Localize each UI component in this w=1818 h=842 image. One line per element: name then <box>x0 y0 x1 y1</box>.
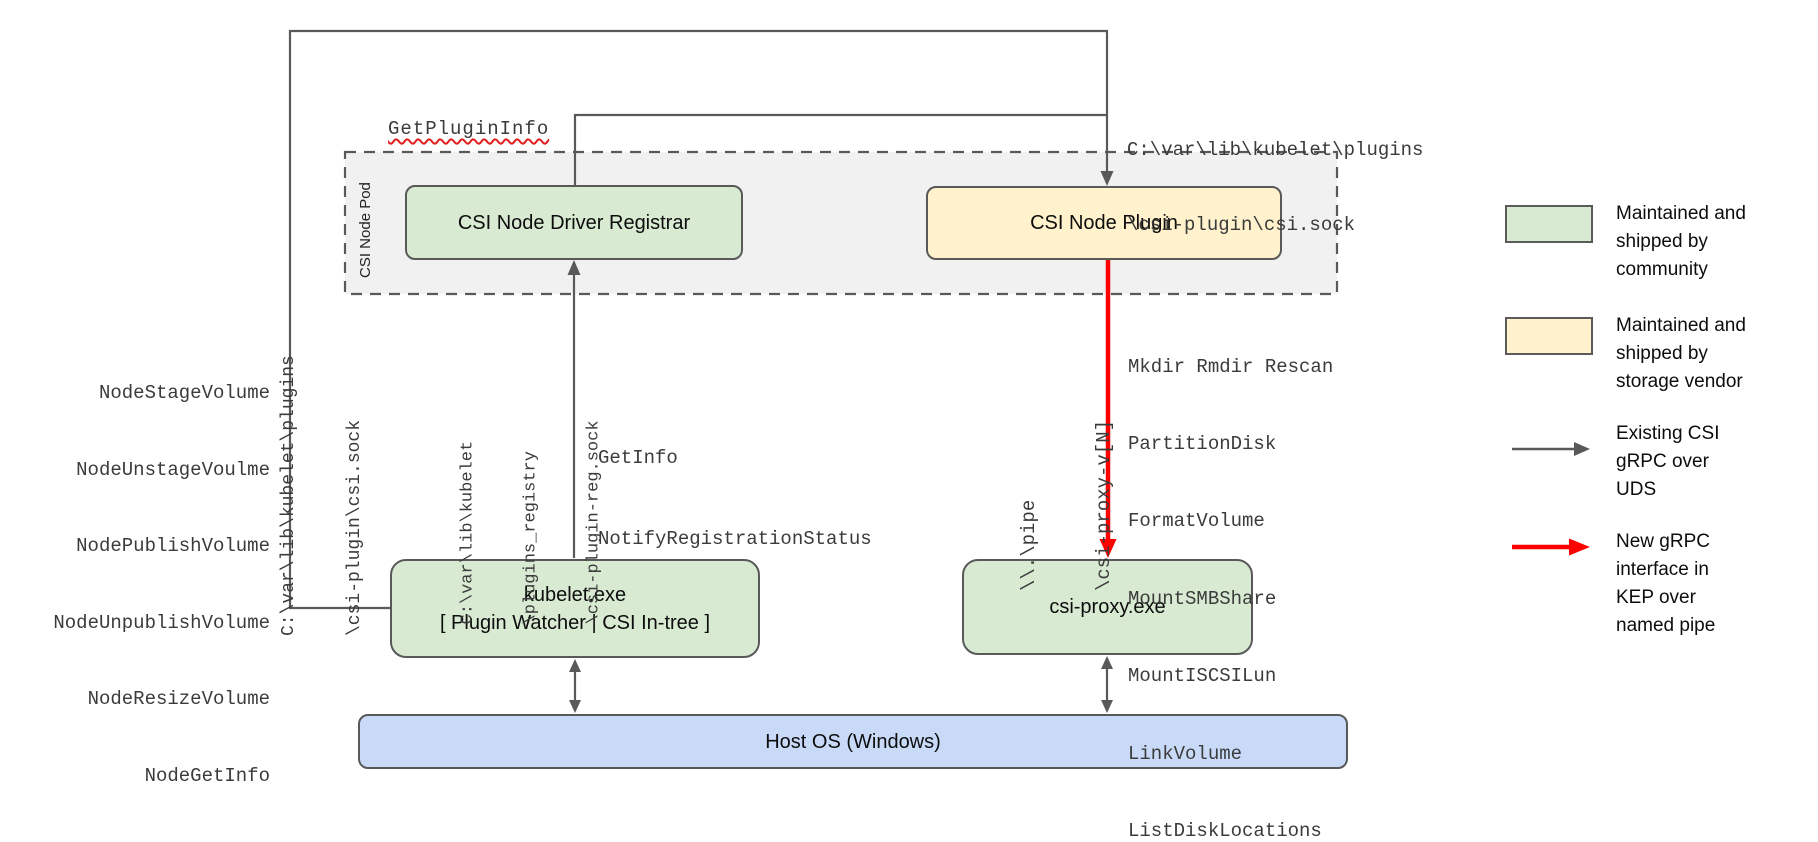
legend-gray-arrowhead <box>1574 442 1590 456</box>
legend-pipe-line4: named pipe <box>1616 615 1716 636</box>
arrowhead-into-proxy-red <box>1099 539 1117 558</box>
node-rpc-item: NodeResizeVolume <box>87 688 270 710</box>
get-plugin-info-label: GetPluginInfo <box>388 118 550 140</box>
arrowhead-kubelet-host-up <box>569 659 581 672</box>
registration-call-getinfo: GetInfo <box>598 447 678 469</box>
proxy-rpc-item: PartitionDisk <box>1128 432 1277 455</box>
csi-sock-path-top-line1: C:\var\lib\kubelet\plugins <box>1127 139 1424 161</box>
legend-yellow-swatch <box>1505 317 1593 355</box>
proxy-rpc-list: Mkdir Rmdir Rescan PartitionDisk FormatV… <box>1128 303 1333 842</box>
legend-pipe-line2: interface in <box>1616 559 1709 580</box>
arrowhead-proxy-host-down <box>1101 700 1113 713</box>
legend-vendor-line3: storage vendor <box>1616 371 1743 392</box>
plugin-label: CSI Node Plugin <box>1030 212 1178 234</box>
legend-community-text: Maintained and shipped by community <box>1616 200 1746 284</box>
legend-uds-line2: gRPC over <box>1616 451 1709 472</box>
legend-uds-line1: Existing CSI <box>1616 423 1720 444</box>
node-rpc-item: NodeStageVolume <box>98 382 270 404</box>
proxy-rpc-item: LinkVolume <box>1128 742 1243 765</box>
proxy-rpc-item: FormatVolume <box>1128 510 1265 533</box>
host-os-box: Host OS (Windows) <box>358 714 1348 769</box>
legend-pipe-line3: KEP over <box>1616 587 1696 608</box>
csi-node-driver-registrar-box: CSI Node Driver Registrar <box>405 185 743 260</box>
node-rpc-item: NodeUnpublishVolume <box>53 611 270 634</box>
registration-calls: GetInfo NotifyRegistrationStatus <box>598 391 872 607</box>
proxy-rpc-item: MountSMBShare <box>1128 587 1277 610</box>
node-rpc-item: NodeGetInfo <box>144 764 270 787</box>
legend-community-line3: community <box>1616 259 1708 280</box>
node-rpc-item: NodePublishVolume <box>76 535 270 557</box>
kubelet-box: kubelet.exe [ Plugin Watcher | CSI In-tr… <box>390 559 760 658</box>
legend-community-line1: Maintained and <box>1616 203 1746 224</box>
arrowhead-kubelet-host-down <box>569 700 581 713</box>
legend-green-swatch <box>1505 205 1593 243</box>
csi-proxy-box: csi-proxy.exe <box>962 559 1253 655</box>
proxy-rpc-item: MountISCSILun <box>1128 665 1277 688</box>
proxy-rpc-item: ListDiskLocations <box>1128 819 1322 842</box>
legend-community-line2: shipped by <box>1616 231 1708 252</box>
csi-sock-path-left-line2: \csi-plugin\csi.sock <box>345 419 365 636</box>
kubelet-label-line2: [ Plugin Watcher | CSI In-tree ] <box>439 611 711 634</box>
legend-pipe-line1: New gRPC <box>1616 531 1710 552</box>
csi-sock-path-left-line1: C:\var\lib\kubelet\plugins <box>279 355 299 636</box>
csi-sock-path-top-line2: \csi-plugin\csi.sock <box>1127 214 1356 236</box>
registration-sock-path-line1: C:\var\lib\kubelet <box>458 440 478 625</box>
legend-vendor-text: Maintained and shipped by storage vendor <box>1616 312 1746 396</box>
legend-pipe-text: New gRPC interface in KEP over named pip… <box>1616 528 1715 640</box>
legend-uds-line3: UDS <box>1616 479 1657 500</box>
registrar-label: CSI Node Driver Registrar <box>457 211 691 234</box>
csi-proxy-label: csi-proxy.exe <box>1049 596 1166 618</box>
csi-node-plugin-box: CSI Node Plugin <box>926 186 1282 260</box>
legend-vendor-line2: shipped by <box>1616 343 1708 364</box>
csi-node-pod-label: CSI Node Pod <box>357 182 374 278</box>
proxy-rpc-item: Mkdir Rmdir Rescan <box>1128 355 1334 378</box>
kubelet-label-line1: kubelet.exe <box>523 583 627 606</box>
arrowhead-into-plugin <box>1100 171 1114 186</box>
registration-sock-path-line2: \plugins_registry <box>521 451 541 625</box>
legend-uds-text: Existing CSI gRPC over UDS <box>1616 420 1719 504</box>
kubelet-to-plugin-connector <box>288 29 1109 610</box>
legend-vendor-line1: Maintained and <box>1616 315 1746 336</box>
registrar-to-plugin-connector <box>573 113 1107 186</box>
node-rpc-list: NodeStageVolume NodeUnstageVoulme NodePu… <box>20 330 270 842</box>
arrowhead-proxy-host-up <box>1101 656 1113 669</box>
registration-call-notify: NotifyRegistrationStatus <box>598 528 872 550</box>
legend-red-arrowhead <box>1569 538 1590 556</box>
csi-sock-path-top: C:\var\lib\kubelet\plugins \csi-plugin\c… <box>1127 88 1423 288</box>
arrowhead-into-registrar <box>567 260 581 275</box>
node-rpc-item: NodeUnstageVoulme <box>76 458 270 481</box>
host-os-label: Host OS (Windows) <box>765 730 941 753</box>
named-pipe-path-line1: \\.\pipe <box>1018 499 1040 591</box>
named-pipe-path-line2: \csi-proxy-v[N] <box>1093 419 1115 591</box>
